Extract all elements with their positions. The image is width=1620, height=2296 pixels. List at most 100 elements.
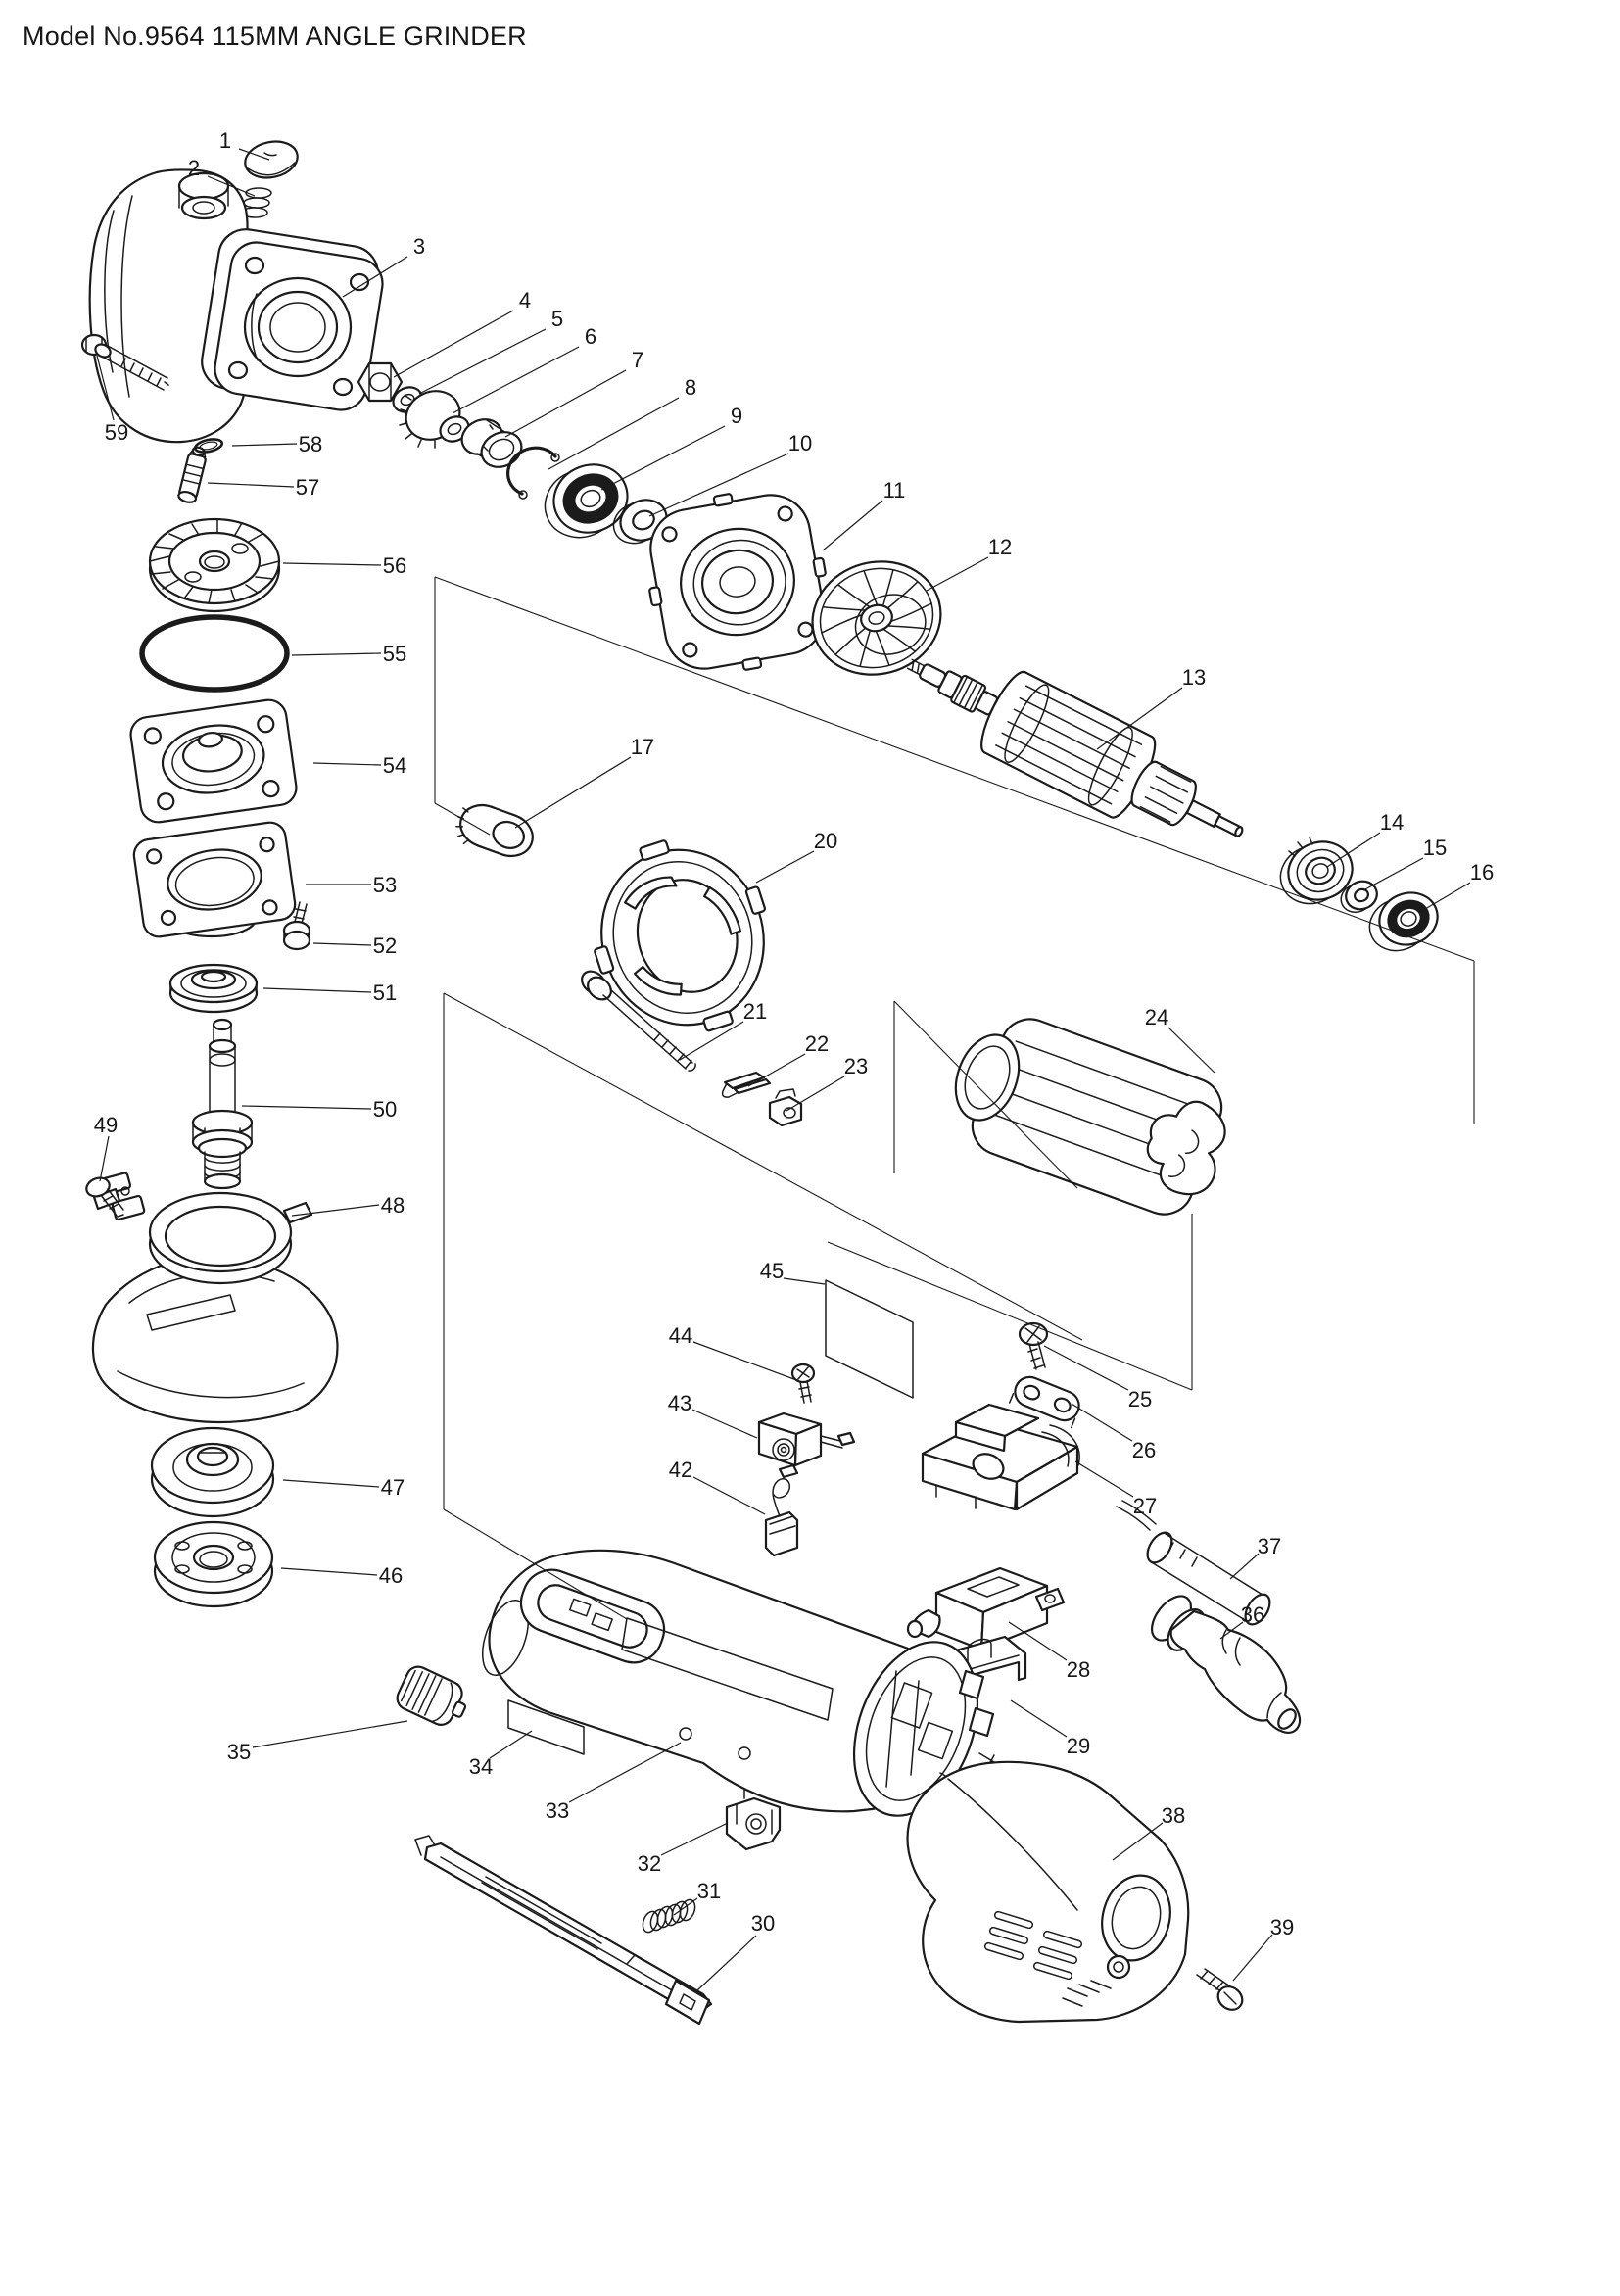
part-label-25: 25: [1128, 1387, 1152, 1411]
leader-line-47: [282, 1479, 380, 1488]
leader-line-12: [926, 556, 989, 592]
leader-line-49: [99, 1135, 110, 1182]
part-label-47: 47: [381, 1475, 405, 1500]
part-label-2: 2: [188, 156, 200, 180]
part-label-58: 58: [299, 432, 322, 456]
leader-line-9: [600, 425, 726, 491]
part-label-29: 29: [1067, 1734, 1090, 1758]
leader-line-38: [1112, 1822, 1164, 1861]
part-6-pinion-gear: [399, 390, 470, 449]
part-53-bearing-box: [132, 821, 297, 938]
part-label-48: 48: [381, 1193, 405, 1218]
part-label-56: 56: [383, 553, 406, 578]
leader-line-46: [280, 1567, 378, 1576]
part-label-53: 53: [373, 873, 397, 897]
part-17-needle-bearing: [455, 803, 534, 857]
part-50-spindle: [191, 1018, 254, 1190]
part-label-22: 22: [805, 1031, 829, 1056]
part-label-5: 5: [551, 307, 563, 331]
leader-line-43: [691, 1409, 758, 1439]
part-24-field-stator: [954, 1018, 1226, 1216]
leader-line-51: [262, 987, 372, 993]
part-label-54: 54: [383, 753, 406, 778]
part-20-baffle-plate: [594, 839, 766, 1032]
bracket-line-2: [434, 576, 1475, 962]
part-11-bearing-retainer-plate: [648, 493, 827, 671]
leader-line-25: [1043, 1345, 1129, 1391]
leader-line-45: [783, 1277, 826, 1285]
part-label-26: 26: [1132, 1438, 1156, 1462]
part-label-1: 1: [219, 128, 231, 153]
part-32-contact-clip: [725, 1785, 782, 1851]
part-48-wheel-guard: [91, 1172, 339, 1424]
leader-line-2: [207, 175, 256, 197]
part-54-bearing-box-cover: [129, 698, 298, 824]
part-number-labels: 1234567891011121314151617202122232425262…: [94, 128, 1494, 1939]
part-27-controller: [921, 1403, 1080, 1511]
part-label-7: 7: [632, 348, 643, 372]
part-label-33: 33: [546, 1798, 569, 1823]
part-35-slider-knob: [396, 1665, 467, 1726]
leader-line-24: [1167, 1027, 1215, 1074]
part-label-4: 4: [519, 288, 531, 312]
grouping-bracket-lines: [434, 576, 1475, 1620]
part-8-retaining-ring: [505, 446, 560, 500]
part-label-13: 13: [1182, 665, 1206, 690]
part-34-label-plate: [507, 1699, 585, 1755]
part-25-screw: [1018, 1321, 1049, 1370]
part-label-23: 23: [844, 1054, 868, 1078]
leader-line-4: [393, 310, 514, 378]
part-label-44: 44: [669, 1323, 692, 1348]
part-label-37: 37: [1258, 1534, 1281, 1558]
part-label-31: 31: [697, 1879, 721, 1903]
part-label-38: 38: [1162, 1803, 1185, 1828]
part-44-screw: [790, 1363, 816, 1404]
part-23-terminal-clip: [768, 1088, 803, 1127]
part-label-50: 50: [373, 1097, 397, 1122]
leader-line-23: [786, 1076, 845, 1112]
leader-line-7: [504, 369, 627, 438]
bracket-line-1: [434, 802, 491, 836]
part-58-o-ring: [193, 438, 224, 454]
leader-line-6: [452, 346, 580, 414]
part-36-side-handle: [1151, 1595, 1302, 1734]
leader-line-44: [692, 1341, 800, 1382]
leader-line-56: [282, 562, 382, 566]
leader-line-59: [96, 355, 115, 421]
leader-line-1: [238, 148, 270, 161]
page-title: Model No.9564 115MM ANGLE GRINDER: [23, 22, 527, 51]
leader-line-21: [679, 1021, 744, 1061]
leader-line-5: [418, 328, 547, 395]
part-label-15: 15: [1423, 836, 1447, 860]
leader-line-16: [1419, 882, 1471, 913]
leader-line-29: [1010, 1699, 1068, 1738]
part-39-tapping-screw: [1196, 1968, 1244, 2011]
part-56-spiral-bevel-gear: [148, 517, 281, 613]
part-label-16: 16: [1470, 860, 1494, 885]
leader-line-58: [231, 443, 298, 447]
leader-lines: [96, 148, 1471, 1991]
part-7-spacer-sleeve: [460, 418, 523, 468]
part-label-30: 30: [751, 1911, 775, 1936]
part-label-55: 55: [383, 642, 406, 666]
part-label-21: 21: [743, 999, 767, 1024]
part-label-43: 43: [668, 1391, 691, 1415]
leader-line-37: [1229, 1553, 1260, 1580]
leader-line-28: [1008, 1621, 1068, 1661]
bracket-line-5: [443, 1508, 628, 1620]
part-label-59: 59: [105, 420, 128, 445]
leader-line-42: [692, 1476, 766, 1515]
part-57-pin: [177, 446, 207, 503]
part-label-17: 17: [631, 735, 654, 759]
part-43-brush-holder: [757, 1411, 856, 1467]
part-46-lock-nut: [153, 1520, 274, 1608]
leader-line-35: [252, 1720, 408, 1748]
leader-line-52: [312, 942, 372, 946]
part-4-hex-nut: [357, 361, 404, 403]
part-label-49: 49: [94, 1113, 118, 1137]
leader-line-10: [648, 453, 789, 517]
part-37-cord-guard: [1116, 1500, 1271, 1626]
part-26-clamp-plate: [1008, 1375, 1080, 1429]
leader-line-34: [489, 1730, 533, 1759]
